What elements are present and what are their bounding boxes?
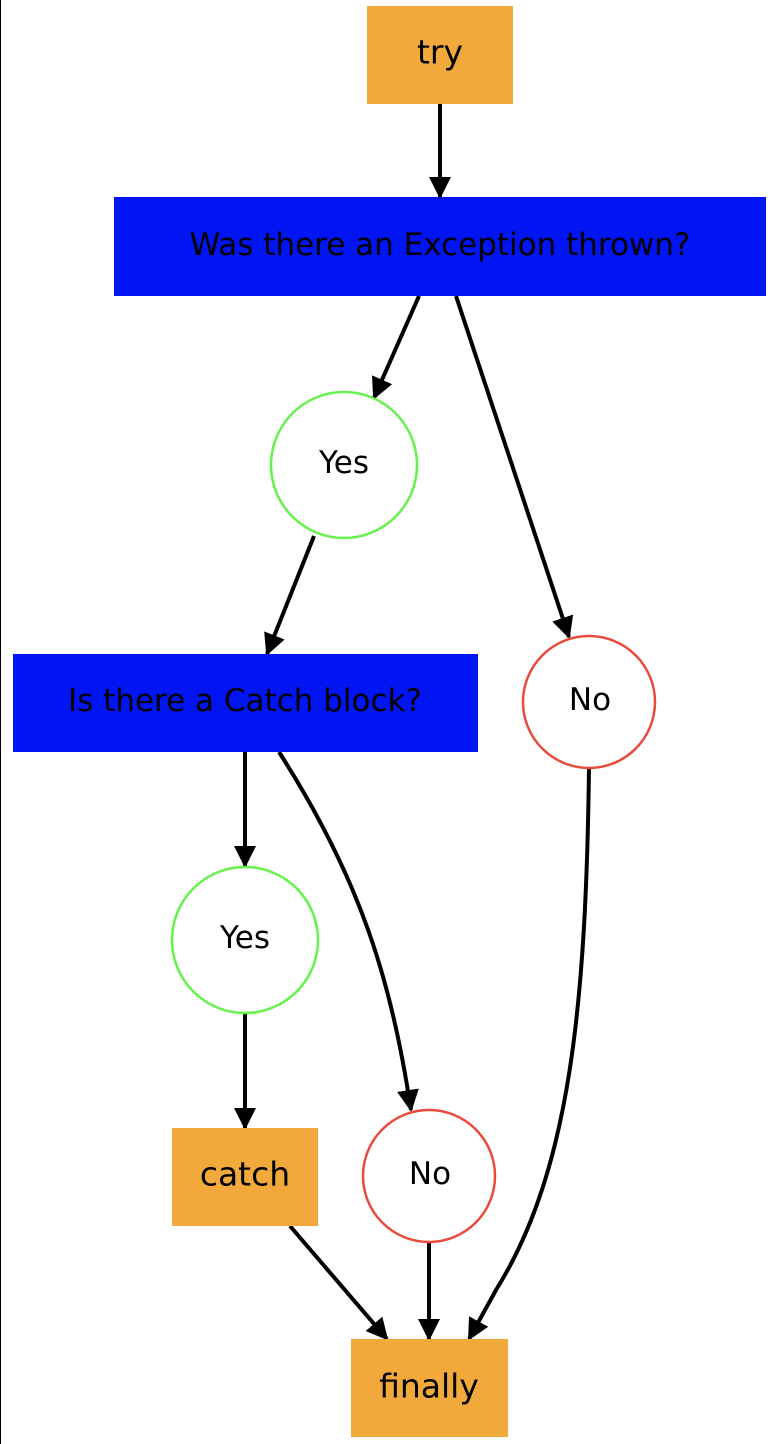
catch-yes-label: Yes (219, 920, 270, 956)
edge-exception-no-to-finally (467, 767, 591, 1341)
edge-exception-question-to-no (454, 295, 574, 639)
exception-no-label: No (569, 682, 611, 718)
node-try: try (367, 6, 513, 104)
exception-question-label: Was there an Exception thrown? (190, 227, 691, 263)
catch-box (172, 1128, 318, 1226)
exception-yes-circle (269, 390, 419, 540)
edge-exception-question-to-yes (372, 295, 421, 400)
node-catch-yes: Yes (170, 865, 320, 1015)
edges (234, 103, 591, 1341)
exception-no-circle (521, 634, 657, 770)
node-exception-no: No (521, 634, 657, 770)
node-exception-yes: Yes (269, 390, 419, 540)
finally-box (351, 1339, 508, 1437)
node-exception-question: Was there an Exception thrown? (114, 197, 766, 296)
edge-catch-question-to-no (277, 750, 419, 1112)
try-box (367, 6, 513, 104)
exception-question-box (114, 197, 766, 296)
node-finally: finally (351, 1339, 508, 1437)
node-catch: catch (172, 1128, 318, 1226)
node-catch-no: No (361, 1108, 497, 1244)
try-label: try (417, 33, 463, 72)
catch-label: catch (200, 1155, 290, 1194)
catch-yes-circle (170, 865, 320, 1015)
edge-exception-yes-to-catch-question (264, 535, 316, 656)
catch-question-label: Is there a Catch block? (68, 683, 422, 719)
catch-question-box (13, 654, 478, 752)
edge-catch-to-finally (288, 1224, 389, 1341)
catch-no-label: No (409, 1156, 451, 1192)
node-catch-question: Is there a Catch block? (13, 654, 478, 752)
catch-no-circle (361, 1108, 497, 1244)
exception-yes-label: Yes (318, 445, 369, 481)
finally-label: finally (379, 1367, 479, 1406)
